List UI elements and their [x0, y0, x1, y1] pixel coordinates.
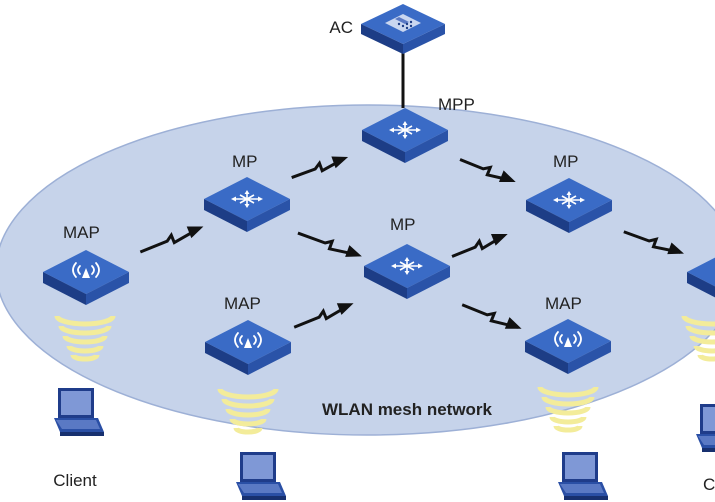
- network-caption: WLAN mesh network: [322, 400, 493, 419]
- wireless-links: [139, 156, 684, 329]
- link-mp-center-map-left: [293, 303, 354, 329]
- map-left-label: MAP: [63, 223, 100, 242]
- link-mp-center-map-right: [461, 303, 522, 329]
- mp-right-label: MP: [553, 152, 579, 171]
- mp-right-device: [526, 178, 612, 233]
- link-mp-mp-center: [297, 231, 362, 257]
- link-mp-right-map-right: [623, 230, 684, 255]
- link-mp-map-left: [139, 226, 204, 254]
- link-mpp-mp-right: [459, 158, 516, 183]
- mpp-device: [362, 108, 448, 163]
- ac-device: [361, 4, 445, 54]
- map-midright-device: [525, 319, 611, 374]
- client-laptop-left: [54, 388, 104, 436]
- client-laptop-midright: [558, 452, 608, 500]
- client-label-cut: C: [703, 475, 715, 494]
- map-midleft-label: MAP: [224, 294, 261, 313]
- link-mpp-mp-left: [291, 156, 349, 179]
- mpp-label: MPP: [438, 95, 475, 114]
- mp-edge-device: [687, 257, 715, 298]
- laptop-icon: [696, 404, 715, 452]
- map-midright-label: MAP: [545, 294, 582, 313]
- link-mp-center-mp-right: [451, 233, 508, 258]
- mp-center-device: [364, 244, 450, 299]
- controller-keypad-icon: [385, 14, 421, 32]
- ac-label: AC: [329, 18, 353, 37]
- client-laptop-edge: [696, 404, 715, 452]
- map-left-device: [43, 250, 129, 305]
- mp-center-label: MP: [390, 215, 416, 234]
- mp-left-device: [204, 177, 290, 232]
- client-label: Client: [53, 471, 97, 490]
- mp-left-label: MP: [232, 152, 258, 171]
- laptop-icon: [54, 388, 104, 436]
- laptop-icon: [558, 452, 608, 500]
- map-midleft-device: [205, 320, 291, 375]
- client-laptop-midleft: [236, 452, 286, 500]
- laptop-icon: [236, 452, 286, 500]
